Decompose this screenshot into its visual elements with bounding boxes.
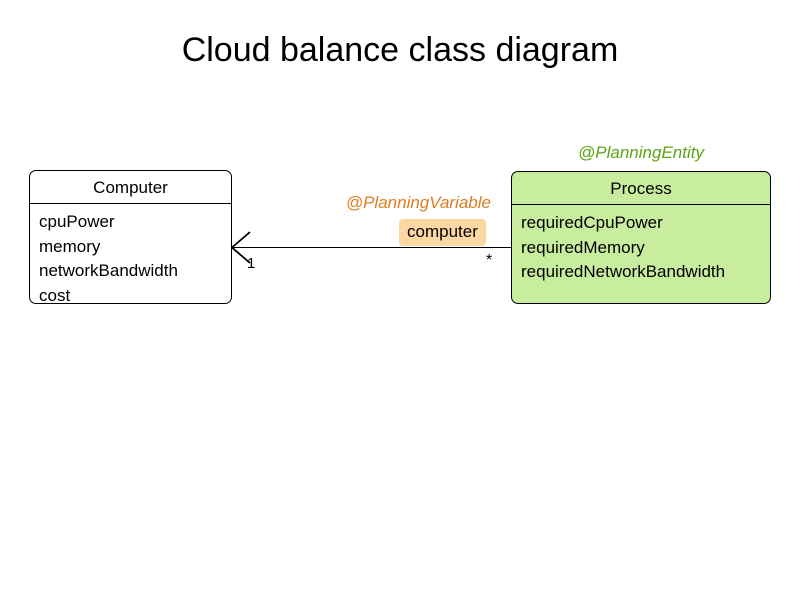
- class-header-divider: [30, 203, 231, 204]
- class-attribute: requiredMemory: [521, 237, 645, 257]
- class-header-divider: [512, 204, 770, 205]
- class-attribute: networkBandwidth: [39, 261, 178, 280]
- class-attribute: cpuPower: [39, 212, 115, 231]
- class-attribute-list-computer: cpuPower memory networkBandwidth cost: [30, 204, 231, 304]
- class-attribute-list-process: requiredCpuPower requiredMemory required…: [512, 205, 770, 285]
- multiplicity-source: 1: [247, 255, 256, 272]
- class-attribute: cost: [39, 285, 71, 304]
- class-box-computer[interactable]: Computer cpuPower memory networkBandwidt…: [29, 170, 232, 304]
- annotation-planning-variable: @PlanningVariable: [345, 193, 491, 212]
- multiplicity-target: *: [486, 252, 493, 269]
- page-title: Cloud balance class diagram: [181, 31, 619, 69]
- class-name-computer: Computer: [93, 178, 168, 197]
- association-variable-name-chip[interactable]: computer: [399, 219, 486, 247]
- class-attribute: requiredCpuPower: [521, 213, 663, 232]
- association-line: [232, 247, 511, 248]
- annotation-planning-entity: @PlanningEntity: [578, 143, 704, 162]
- class-box-process[interactable]: Process requiredCpuPower requiredMemory …: [511, 171, 771, 304]
- class-name-process: Process: [610, 179, 672, 198]
- class-attribute: requiredNetworkBandwidth: [521, 262, 726, 281]
- class-attribute: memory: [39, 236, 101, 256]
